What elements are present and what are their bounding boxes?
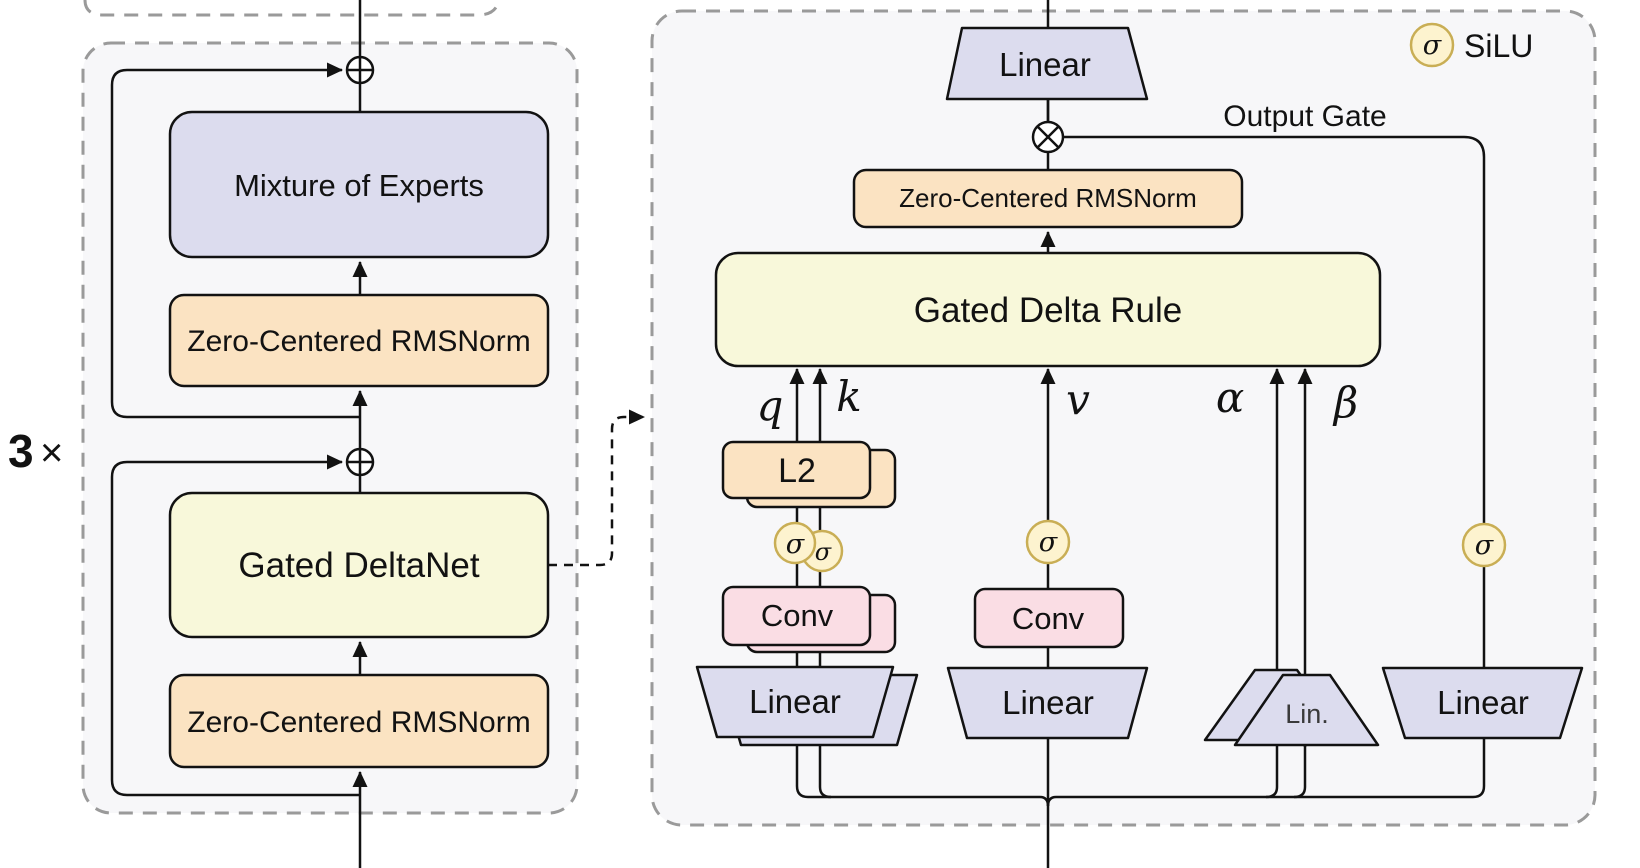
plus-icon xyxy=(347,449,373,475)
multiply-operator xyxy=(1031,120,1065,154)
silu-legend: σ SiLU xyxy=(1409,22,1533,68)
add-operator-top xyxy=(345,55,375,85)
sigma-glyph: σ xyxy=(1039,527,1059,558)
linear-v-block xyxy=(946,666,1149,740)
silu-icon-v xyxy=(1025,519,1071,565)
silu-icon-gate xyxy=(1461,522,1507,568)
moe-block xyxy=(168,110,550,259)
merge-wire-k xyxy=(818,745,832,799)
repeat-count: 3 xyxy=(8,425,34,477)
gated-delta-rule-label: Gated Delta Rule xyxy=(914,291,1182,330)
linear-qk-block xyxy=(695,665,895,739)
k-signal-label: k xyxy=(836,372,861,421)
moe-label: Mixture of Experts xyxy=(234,168,484,203)
rmsnorm-bottom-block xyxy=(168,673,550,769)
conv-v-label: Conv xyxy=(1012,601,1085,636)
linear-top-label: Linear xyxy=(999,46,1091,83)
output-gate-annotation: Output Gate xyxy=(1223,100,1386,133)
silu-icon-q xyxy=(773,521,817,565)
sigma-glyph: σ xyxy=(1423,30,1443,61)
v-signal-label: v xyxy=(1066,375,1090,424)
linear-gate-block xyxy=(1381,666,1584,740)
silu-legend-label: SiLU xyxy=(1464,28,1533,64)
alpha-signal-label: α xyxy=(1216,373,1244,422)
plus-icon xyxy=(347,57,373,83)
add-operator-bottom xyxy=(345,447,375,477)
rmsnorm-top-block xyxy=(168,293,550,388)
repeat-label: 3 × xyxy=(8,425,63,477)
conv-v-block xyxy=(973,587,1125,649)
linear-v-label: Linear xyxy=(1002,684,1094,721)
previous-block-outline xyxy=(83,0,501,17)
silu-legend-icon xyxy=(1409,22,1455,68)
output-gate-wire xyxy=(1063,135,1486,668)
residual-skip-bottom xyxy=(110,454,360,797)
residual-skip-top xyxy=(110,62,360,419)
sigma-glyph: σ xyxy=(815,538,832,566)
linear-top-block xyxy=(945,26,1149,101)
linear-gate-label: Linear xyxy=(1437,684,1529,721)
zoom-connector-arrow xyxy=(548,409,645,567)
conv-qk-block xyxy=(721,585,872,647)
sigma-glyph: σ xyxy=(786,529,806,560)
gated-deltanet-label: Gated DeltaNet xyxy=(238,546,480,585)
conv-qk-label: Conv xyxy=(761,598,834,633)
gated-delta-rule-block xyxy=(714,251,1382,368)
beta-signal-label: β xyxy=(1332,378,1358,427)
rmsnorm-top-label: Zero-Centered RMSNorm xyxy=(187,325,530,358)
l2-norm-label: L2 xyxy=(778,452,816,490)
rmsnorm-detail-block xyxy=(852,168,1244,229)
sigma-glyph: σ xyxy=(1475,530,1495,561)
times-symbol: × xyxy=(40,431,63,475)
q-signal-label: q xyxy=(757,381,784,430)
lin-beta-block xyxy=(1233,673,1380,747)
lin-beta-label: Lin. xyxy=(1285,699,1329,729)
linear-qk-label: Linear xyxy=(749,683,841,720)
l2-norm-block xyxy=(721,440,872,500)
rmsnorm-detail-label: Zero-Centered RMSNorm xyxy=(899,183,1197,213)
rmsnorm-bottom-label: Zero-Centered RMSNorm xyxy=(187,706,530,739)
cross-icon xyxy=(1037,126,1059,148)
